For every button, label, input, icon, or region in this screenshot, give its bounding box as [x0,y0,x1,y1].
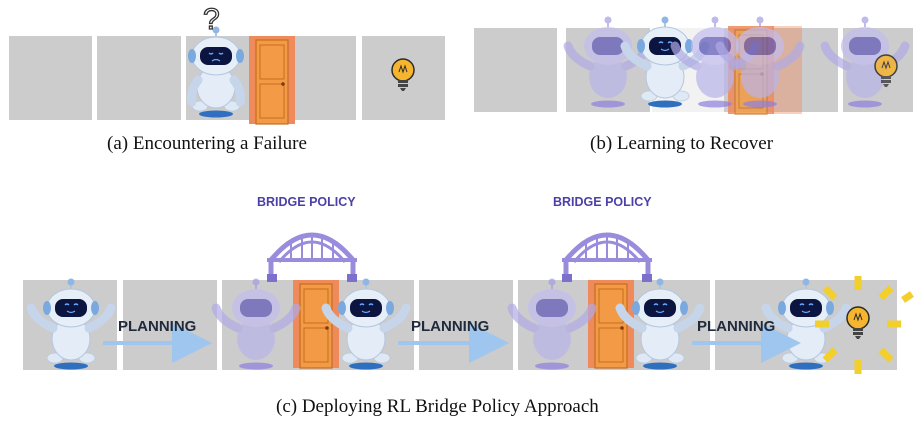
planning-label: PLANNING [697,318,775,335]
bridge-policy-label: BRIDGE POLICY [553,195,652,209]
grid-cell [9,36,92,120]
planning-label: PLANNING [411,318,489,335]
bridge-icon [562,234,652,282]
glow-rays [815,276,914,374]
planning-label: PLANNING [118,318,196,335]
door-icon [292,279,340,369]
grid-cell [97,36,181,120]
panel-c: BRIDGE POLICY BRIDGE POLICY PLANNING PLA… [23,195,914,374]
bridge-policy-label: BRIDGE POLICY [257,195,356,209]
caption-b: (b) Learning to Recover [590,133,774,154]
panel-a: ? [9,2,445,125]
question-mark-icon: ? [203,3,220,36]
bridge-icon [267,234,357,282]
caption-c: (c) Deploying RL Bridge Policy Approach [276,396,599,417]
door-icon [248,35,296,125]
grid-cell [474,28,557,112]
panel-b [474,17,913,115]
caption-a: (a) Encountering a Failure [107,133,307,154]
